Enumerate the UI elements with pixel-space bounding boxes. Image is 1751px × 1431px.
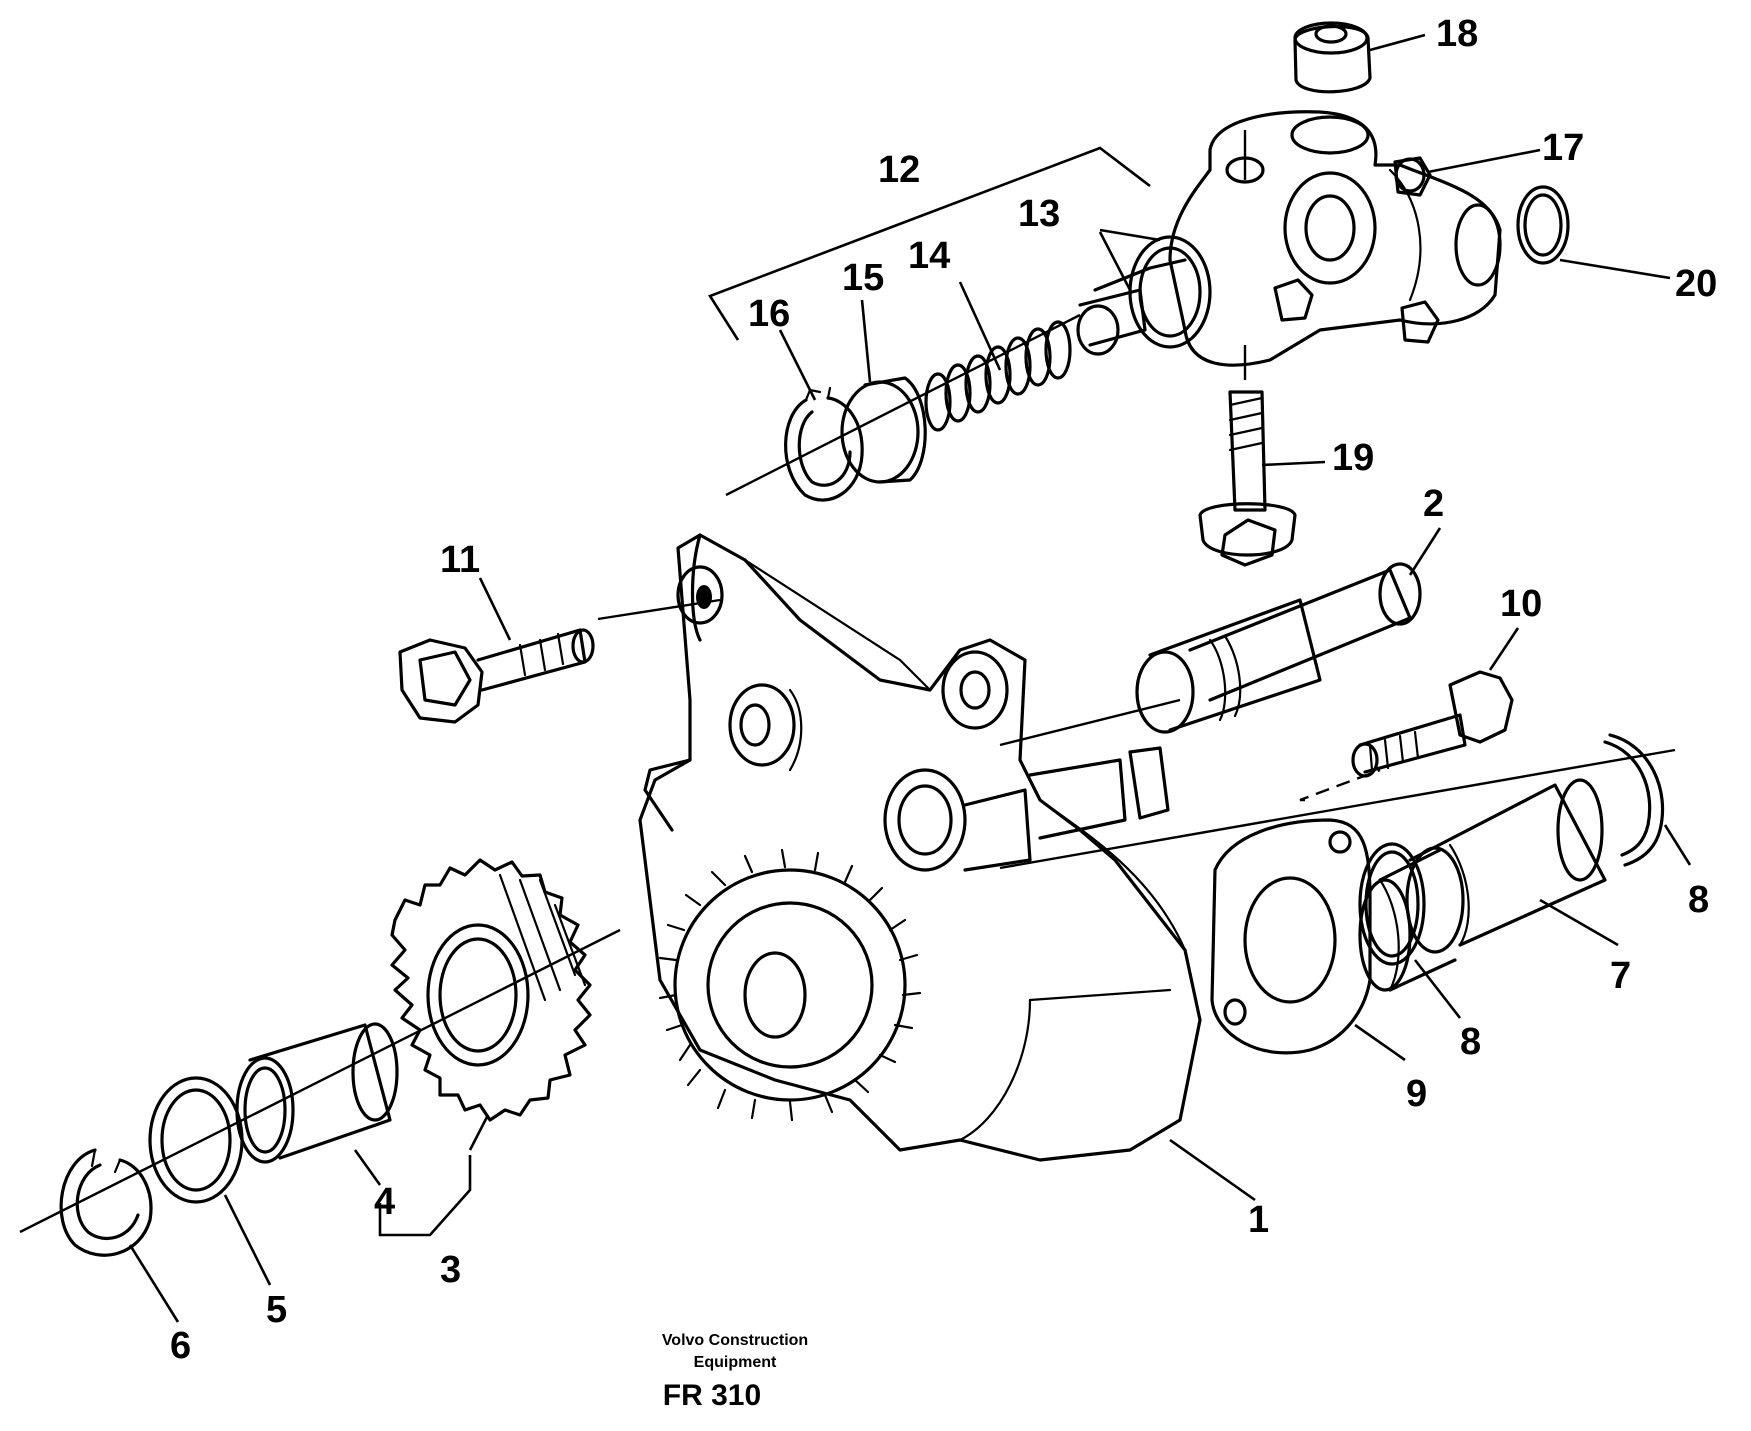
caption-model-code: FR 310 xyxy=(663,1379,761,1412)
sleeve xyxy=(1358,778,1607,992)
part-label-13: 13 xyxy=(1018,193,1060,235)
part-label-18: 18 xyxy=(1436,13,1478,55)
part-number-labels: 1 2 3 4 5 6 7 8 8 9 10 11 12 13 14 15 16… xyxy=(170,13,1717,1367)
cap xyxy=(1293,21,1372,94)
part-label-9: 9 xyxy=(1406,1073,1427,1115)
circlip xyxy=(59,1148,153,1257)
part-label-11: 11 xyxy=(440,539,480,581)
spring-seat xyxy=(840,376,927,484)
caption-company-line1: Volvo Construction xyxy=(662,1332,808,1349)
part-label-4: 4 xyxy=(374,1181,395,1223)
bolt-11 xyxy=(398,628,595,724)
part-label-7: 7 xyxy=(1610,955,1631,997)
bolt-19 xyxy=(1198,390,1297,567)
part-label-12: 12 xyxy=(878,149,920,191)
snap-ring-left xyxy=(1358,842,1426,966)
leader-lines xyxy=(128,33,1692,1323)
part-label-2: 2 xyxy=(1423,483,1444,525)
part-label-14: 14 xyxy=(908,235,950,277)
part-label-16: 16 xyxy=(748,293,790,335)
part-label-8a: 8 xyxy=(1460,1021,1481,1063)
caption: Volvo Construction Equipment FR 310 xyxy=(662,1332,808,1412)
gear xyxy=(390,858,592,1122)
part-label-20: 20 xyxy=(1675,263,1717,305)
flange xyxy=(1210,818,1372,1055)
snap-ring-right xyxy=(1603,733,1665,867)
part-label-5: 5 xyxy=(266,1289,287,1331)
part-label-8b: 8 xyxy=(1688,879,1709,921)
nut-17 xyxy=(1394,157,1426,193)
part-label-19: 19 xyxy=(1332,437,1374,479)
spring xyxy=(924,320,1072,432)
washer xyxy=(148,1076,244,1204)
part-label-3: 3 xyxy=(440,1249,461,1291)
caption-company-line2: Equipment xyxy=(694,1354,777,1371)
assembly-bracket-12 xyxy=(708,146,1151,341)
bolt-10 xyxy=(1351,670,1514,778)
part-label-15: 15 xyxy=(842,257,884,299)
pump-housing xyxy=(638,533,1202,1162)
part-label-17: 17 xyxy=(1542,127,1584,169)
shaft xyxy=(1135,562,1422,734)
part-label-10: 10 xyxy=(1500,583,1542,625)
o-ring xyxy=(1516,185,1570,265)
bushing xyxy=(235,1022,399,1164)
valve-housing xyxy=(1076,110,1502,367)
part-label-1: 1 xyxy=(1248,1199,1269,1241)
part-label-6: 6 xyxy=(170,1325,191,1367)
axis-lines xyxy=(19,130,1676,1234)
